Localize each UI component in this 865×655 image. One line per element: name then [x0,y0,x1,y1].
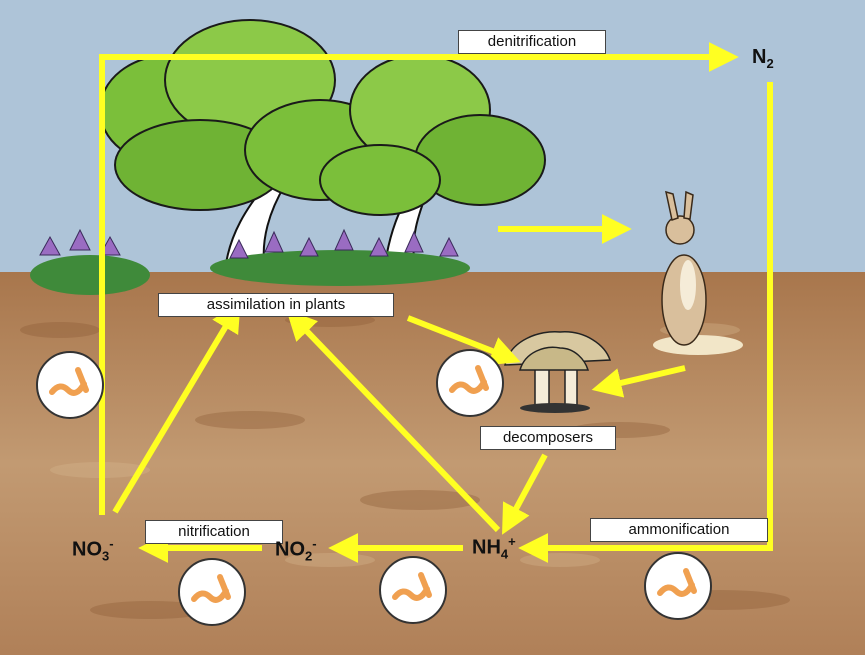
cycle-arrows [99,42,773,563]
bacteria-icon [178,558,246,626]
nitrification-label: nitrification [145,520,283,544]
n2-label: N2 [752,46,774,71]
animal-to-decomposer-arrow [591,365,686,398]
decomposers-label: decomposers [480,426,616,450]
decomposer-to-ammonium-arrow [502,453,548,535]
ammonium-to-plants-arrow [286,309,501,533]
ammonification-arrow [518,82,773,563]
nitrite-label: NO2- [275,536,317,564]
ammonium-label: NH4+ [472,534,516,562]
rabbit-icon [653,190,743,355]
assimilation-label: assimilation in plants [158,293,394,317]
flower-icon [30,228,470,295]
nitrate-to-plants-arrow [112,301,241,514]
bacteria-icon [644,552,712,620]
tree-icon [99,19,546,271]
bacteria-icon [36,351,104,419]
denitrification-arrow [99,42,739,515]
mushroom-icon [504,331,612,413]
bacteria-icon [379,556,447,624]
bacteria-icon [436,349,504,417]
ammonification-label: ammonification [590,518,768,542]
denitrification-label: denitrification [458,30,606,54]
nitrate-label: NO3- [72,536,114,564]
plant-to-decomposer-arrow [406,315,521,366]
